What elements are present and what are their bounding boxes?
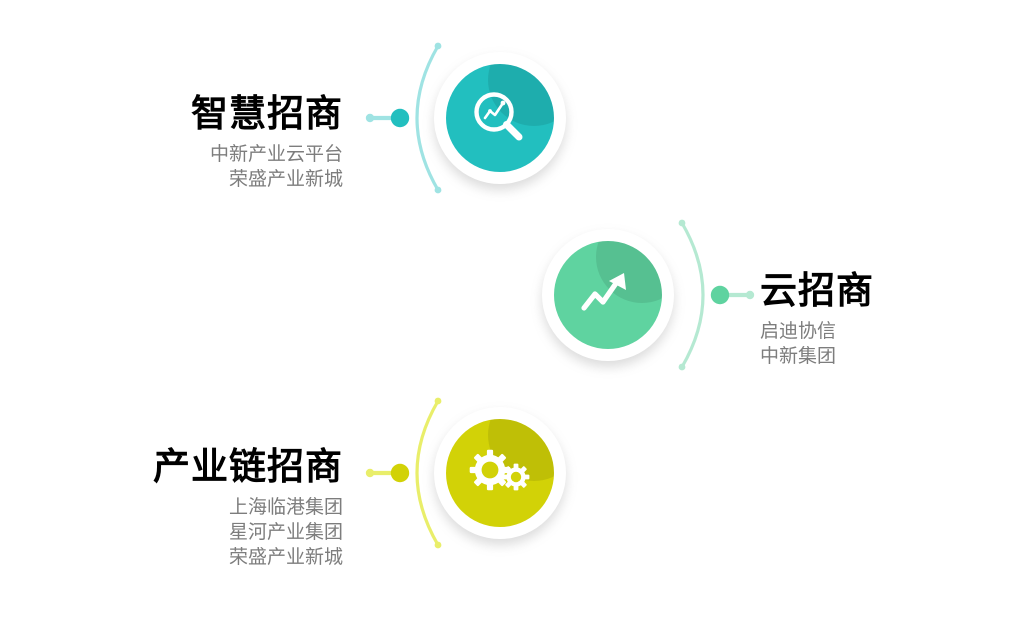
feature-title: 产业链招商 [153, 445, 343, 488]
feature-text-block: 云招商 启迪协信 中新集团 [760, 272, 1021, 369]
feature-title: 云招商 [760, 269, 874, 312]
feature-subtitle-line: 上海临港集团 [228, 495, 343, 518]
feature-icon-disc [554, 241, 662, 349]
feature-subtitle-line: 启迪协信 [760, 319, 837, 342]
connector-left-opening [352, 393, 448, 553]
feature-subtitle-line: 中新集团 [760, 345, 837, 367]
feature-subtitle-list: 中新产业云平台 荣盛产业新城 [13, 142, 343, 193]
feature-icon-badge[interactable] [542, 229, 674, 361]
connector-right-opening [672, 215, 768, 375]
feature-subtitle-list: 启迪协信 中新集团 [760, 319, 1021, 370]
connector-left-opening [352, 38, 448, 198]
feature-title: 智慧招商 [191, 92, 343, 135]
feature-icon-badge[interactable] [434, 407, 566, 539]
feature-text-block: 智慧招商 中新产业云平台 荣盛产业新城 [13, 95, 343, 192]
feature-subtitle-line: 星河产业集团 [228, 521, 343, 543]
feature-icon-disc [446, 419, 554, 527]
growth-arrow-icon [581, 273, 626, 311]
magnifier-chart-icon [474, 92, 523, 141]
feature-text-block: 产业链招商 上海临港集团 星河产业集团 荣盛产业新城 [13, 448, 343, 571]
feature-icon-disc [446, 64, 554, 172]
feature-subtitle-list: 上海临港集团 星河产业集团 荣盛产业新城 [13, 495, 343, 571]
feature-subtitle-line: 荣盛产业新城 [228, 546, 343, 569]
feature-icon-badge[interactable] [434, 52, 566, 184]
feature-subtitle-line: 中新产业云平台 [209, 142, 343, 165]
feature-subtitle-line: 荣盛产业新城 [228, 168, 343, 190]
gears-icon [469, 449, 530, 491]
